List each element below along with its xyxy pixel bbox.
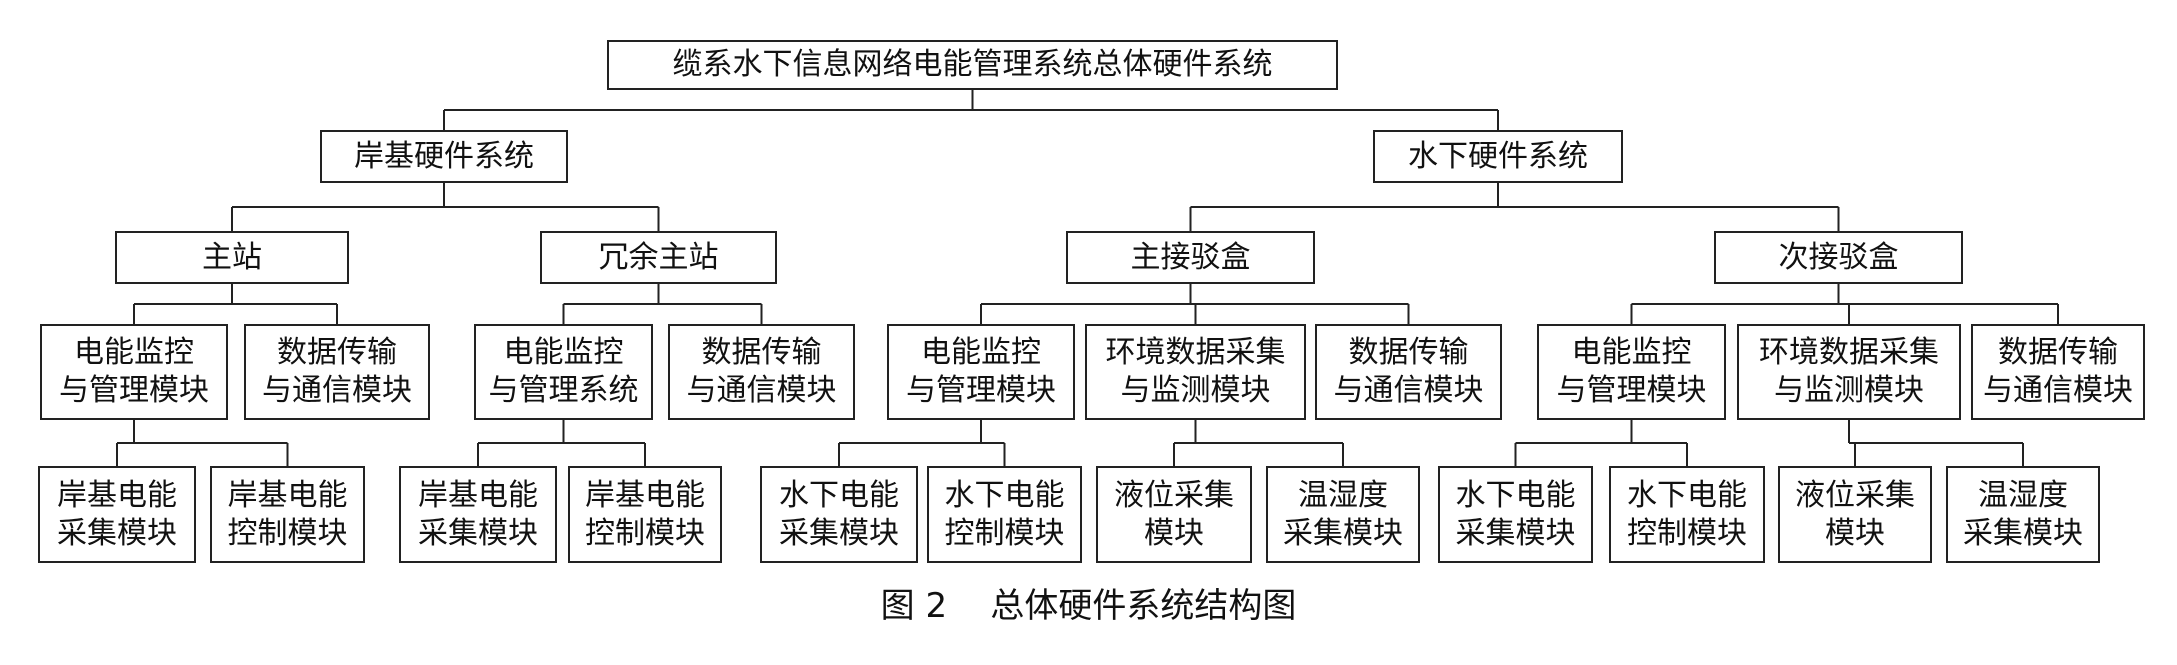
node-sj-humid: 温湿度采集模块 bbox=[1946, 466, 2100, 563]
node-label-line: 模块 bbox=[1144, 515, 1204, 551]
node-label-line: 与监测模块 bbox=[1120, 373, 1271, 408]
node-mj-env: 环境数据采集与监测模块 bbox=[1085, 324, 1306, 420]
node-root: 缆系水下信息网络电能管理系统总体硬件系统 bbox=[607, 40, 1338, 90]
node-label-line: 温湿度 bbox=[1298, 477, 1388, 513]
node-mj-level: 液位采集模块 bbox=[1096, 466, 1252, 563]
node-label-line: 水下电能 bbox=[1627, 477, 1747, 513]
node-label-line: 采集模块 bbox=[1283, 515, 1403, 551]
node-label-line: 温湿度 bbox=[1978, 477, 2068, 513]
node-label-line: 采集模块 bbox=[1963, 515, 2083, 551]
node-mj-collect: 水下电能采集模块 bbox=[760, 466, 918, 563]
node-mj-humid: 温湿度采集模块 bbox=[1266, 466, 1420, 563]
node-ms-data: 数据传输与通信模块 bbox=[244, 324, 430, 420]
node-label-line: 与管理模块 bbox=[1556, 373, 1707, 408]
node-label-line: 采集模块 bbox=[418, 515, 538, 551]
node-label-line: 电能监控 bbox=[921, 335, 1041, 370]
node-main-junction: 主接驳盒 bbox=[1066, 231, 1315, 284]
node-label-line: 环境数据采集 bbox=[1105, 335, 1286, 370]
node-label-line: 与通信模块 bbox=[1333, 373, 1484, 408]
node-label-line: 与管理系统 bbox=[488, 373, 639, 408]
node-label-line: 模块 bbox=[1825, 515, 1885, 551]
node-sj-control: 水下电能控制模块 bbox=[1609, 466, 1765, 563]
node-redundant-station: 冗余主站 bbox=[540, 231, 777, 284]
node-rs-power: 电能监控与管理系统 bbox=[474, 324, 653, 420]
node-label-line: 岸基电能 bbox=[57, 477, 177, 513]
node-label-line: 采集模块 bbox=[57, 515, 177, 551]
node-sj-level: 液位采集模块 bbox=[1778, 466, 1932, 563]
node-main-station: 主站 bbox=[115, 231, 349, 284]
node-label-line: 水下电能 bbox=[944, 477, 1065, 513]
node-label-line: 电能监控 bbox=[1571, 335, 1692, 370]
node-rs-collect: 岸基电能采集模块 bbox=[399, 466, 557, 563]
node-label-line: 电能监控 bbox=[74, 335, 194, 370]
node-label-line: 主接驳盒 bbox=[1130, 239, 1251, 275]
node-ms-power: 电能监控与管理模块 bbox=[40, 324, 228, 420]
node-label-line: 岸基硬件系统 bbox=[354, 138, 534, 174]
node-label-line: 液位采集 bbox=[1795, 477, 1915, 513]
node-label-line: 水下电能 bbox=[779, 477, 899, 513]
node-label-line: 与管理模块 bbox=[59, 373, 209, 408]
node-label-line: 与通信模块 bbox=[686, 373, 837, 408]
node-label-line: 冗余主站 bbox=[598, 239, 719, 275]
node-label-line: 液位采集 bbox=[1114, 477, 1234, 513]
node-label-line: 次接驳盒 bbox=[1778, 239, 1899, 275]
node-label-line: 岸基电能 bbox=[227, 477, 348, 513]
node-label-line: 岸基电能 bbox=[585, 477, 705, 513]
node-label-line: 与监测模块 bbox=[1774, 373, 1924, 408]
node-mj-control: 水下电能控制模块 bbox=[927, 466, 1082, 563]
node-label-line: 与通信模块 bbox=[1983, 373, 2133, 408]
node-label-line: 数据传输 bbox=[1998, 335, 2118, 370]
node-label-line: 数据传输 bbox=[701, 335, 822, 370]
node-label-line: 采集模块 bbox=[1455, 515, 1576, 551]
node-mj-data: 数据传输与通信模块 bbox=[1315, 324, 1502, 420]
node-label-line: 采集模块 bbox=[779, 515, 899, 551]
node-label-line: 水下硬件系统 bbox=[1408, 138, 1588, 174]
node-shore: 岸基硬件系统 bbox=[320, 130, 568, 183]
node-label-line: 水下电能 bbox=[1455, 477, 1576, 513]
node-label-line: 控制模块 bbox=[1627, 515, 1747, 551]
node-mj-power: 电能监控与管理模块 bbox=[887, 324, 1075, 420]
node-label-line: 与管理模块 bbox=[906, 373, 1056, 408]
node-label-line: 岸基电能 bbox=[418, 477, 538, 513]
node-label-line: 数据传输 bbox=[1348, 335, 1469, 370]
node-ms-control: 岸基电能控制模块 bbox=[210, 466, 365, 563]
node-secondary-junction: 次接驳盒 bbox=[1714, 231, 1963, 284]
node-label-line: 控制模块 bbox=[944, 515, 1065, 551]
node-underwater: 水下硬件系统 bbox=[1373, 130, 1623, 183]
node-ms-collect: 岸基电能采集模块 bbox=[38, 466, 196, 563]
node-sj-env: 环境数据采集与监测模块 bbox=[1737, 324, 1961, 420]
node-label-line: 与通信模块 bbox=[262, 373, 412, 408]
node-rs-data: 数据传输与通信模块 bbox=[668, 324, 855, 420]
node-label-line: 电能监控 bbox=[503, 335, 624, 370]
node-label-line: 缆系水下信息网络电能管理系统总体硬件系统 bbox=[672, 47, 1273, 82]
node-rs-control: 岸基电能控制模块 bbox=[568, 466, 722, 563]
node-label-line: 控制模块 bbox=[227, 515, 348, 551]
figure-caption: 图 2 总体硬件系统结构图 bbox=[880, 586, 1297, 626]
node-label-line: 主站 bbox=[202, 239, 262, 275]
node-sj-collect: 水下电能采集模块 bbox=[1438, 466, 1593, 563]
node-label-line: 环境数据采集 bbox=[1759, 335, 1939, 370]
node-sj-data: 数据传输与通信模块 bbox=[1971, 324, 2145, 420]
node-label-line: 数据传输 bbox=[277, 335, 397, 370]
node-label-line: 控制模块 bbox=[585, 515, 705, 551]
node-sj-power: 电能监控与管理模块 bbox=[1537, 324, 1726, 420]
